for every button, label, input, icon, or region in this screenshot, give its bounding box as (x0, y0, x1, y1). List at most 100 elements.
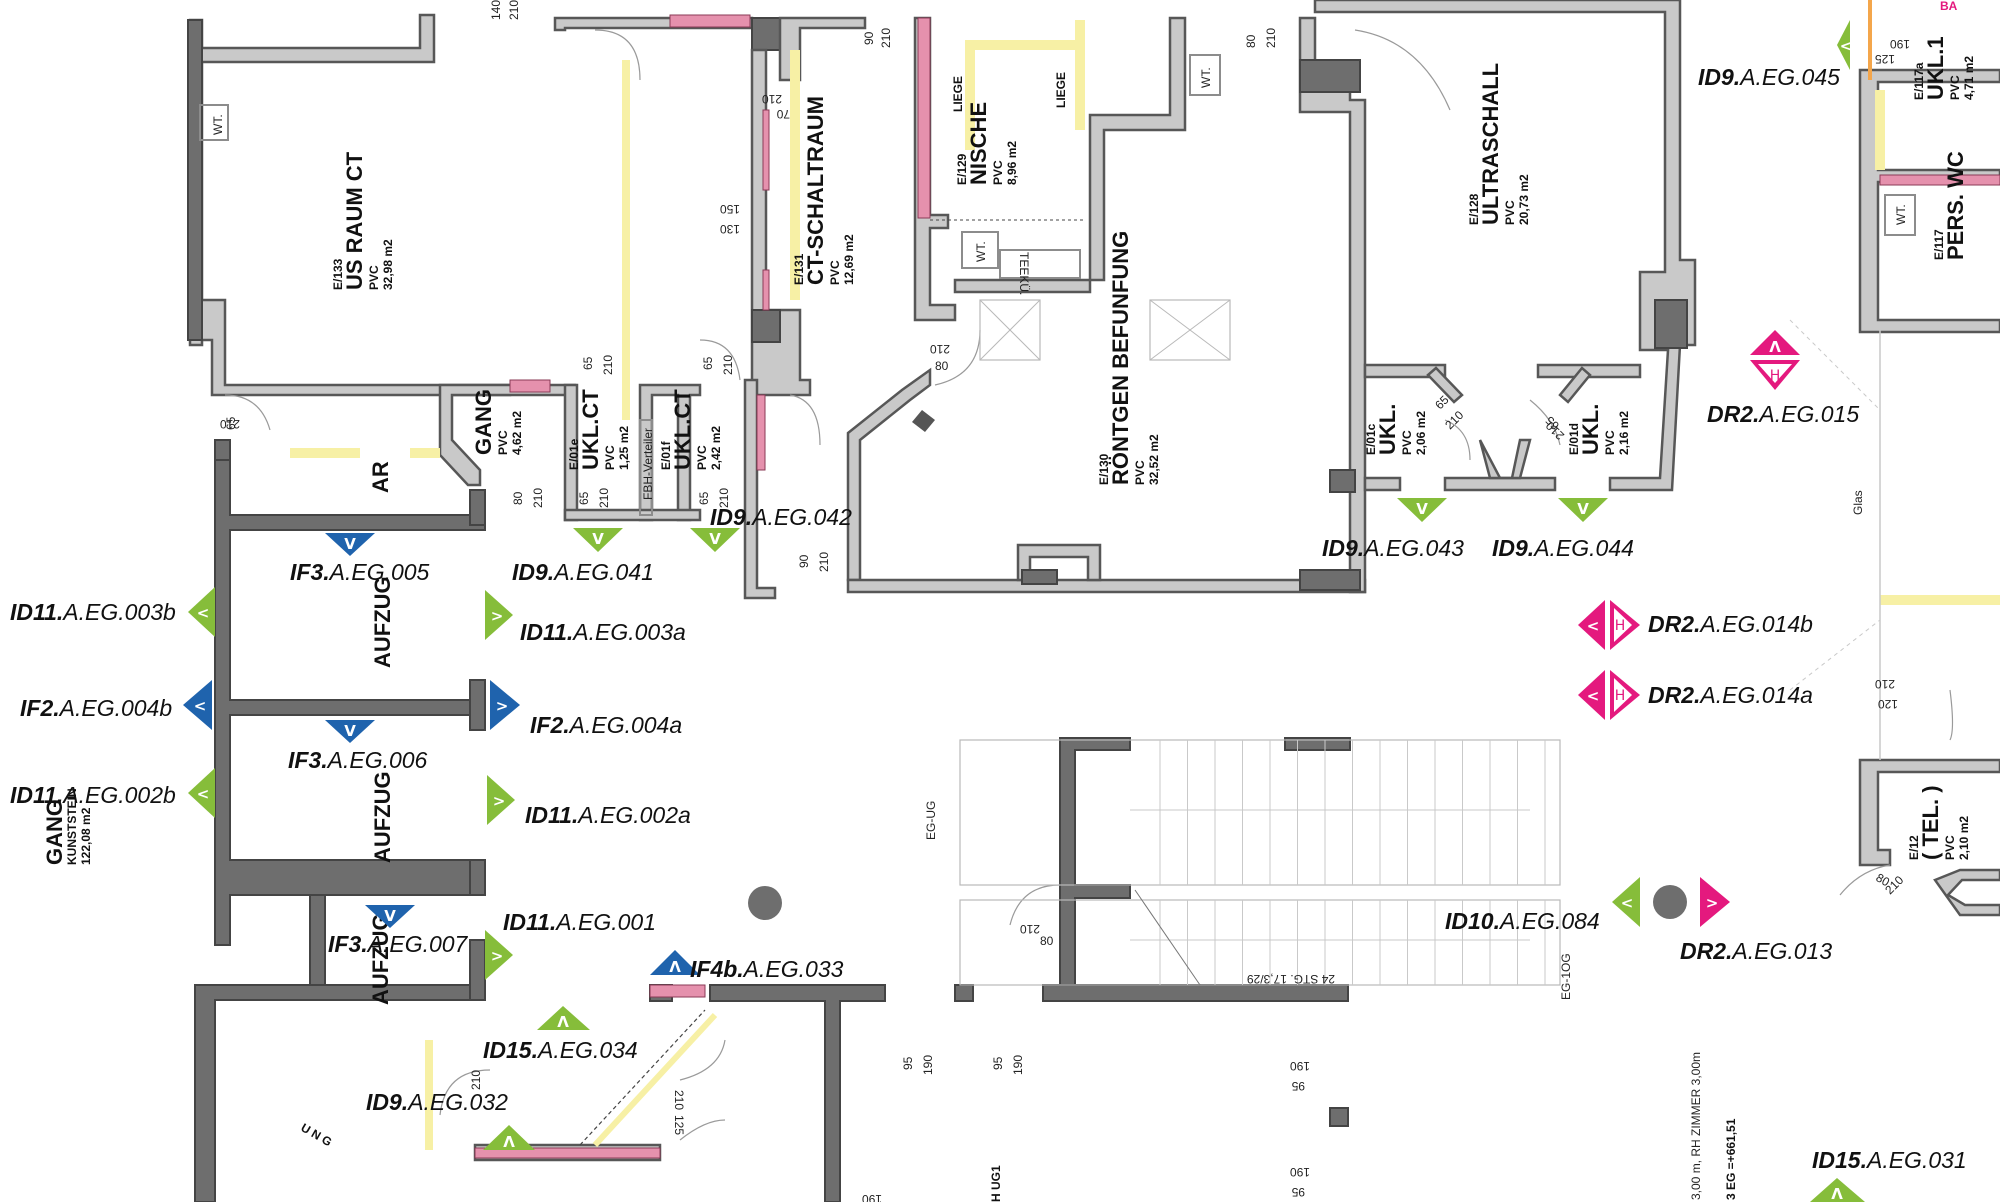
wall-ukl-row (1363, 363, 1642, 379)
label-wt-4: WT. (1894, 204, 1908, 225)
dim-text: 210 (721, 355, 735, 375)
room-code: E/131 (792, 253, 806, 285)
room-name: NISCHE (966, 102, 991, 185)
room-name: GANG (42, 799, 67, 865)
dim-text: 95 (1291, 1079, 1305, 1093)
symbol-if3-005: V (325, 533, 375, 556)
room-ultraschall: E/128 ULTRASCHALL PVC 20,73 m2 (1467, 63, 1531, 225)
window-p-1 (669, 14, 751, 28)
symbol-id15-031: Λ (1810, 1178, 1865, 1202)
room-name: UKL. (1578, 404, 1603, 455)
window-y-9 (1875, 90, 1885, 170)
symbol-id9-043: V (1397, 498, 1447, 522)
dim-text: 95 (901, 1056, 915, 1070)
room-name: GANG (471, 389, 496, 455)
wall-ukl-bottom (563, 508, 702, 522)
column-2 (1653, 885, 1687, 919)
room-floor: PVC (1503, 200, 1517, 225)
dim-text: 210 (220, 417, 240, 431)
room-area: 2,42 m2 (709, 426, 723, 470)
door-arc-6 (1354, 29, 1451, 111)
room-ukl-ct-2: E/01f UKL.CT PVC 2,42 m2 (659, 389, 723, 470)
room-pers-wc: E/117 PERS. WC (1932, 151, 1968, 260)
room-area: 2,10 m2 (1957, 816, 1971, 860)
symbol-id10-084: < (1612, 877, 1640, 927)
label-fbh: FBH-Verteiler (641, 428, 655, 500)
tag-if3-007: IF3.A.EG.007 (328, 931, 469, 957)
room-floor: PVC (1948, 75, 1962, 100)
wall-ukl-bottom-row (1363, 476, 1557, 492)
label-aufzug-3: AUFZUG (368, 913, 393, 1005)
wall-pillar-3 (1299, 59, 1361, 93)
symbol-if3-006: V (325, 720, 375, 743)
tag-id9-032: ID9.A.EG.032 (366, 1089, 508, 1115)
room-floor: PVC (603, 445, 617, 470)
wall-roentgen-right (1298, 16, 1367, 594)
symbol-id15-034: Λ (537, 1006, 590, 1031)
room-name: PERS. WC (1943, 151, 1968, 260)
door-arc-11 (1839, 864, 1891, 896)
room-code: E/01e (567, 438, 581, 470)
room-code: E/01c (1364, 423, 1378, 455)
door-arc-8 (1529, 399, 1561, 446)
window-y-4 (965, 40, 1075, 50)
fixtures (199, 54, 1916, 920)
window-p-9 (474, 1147, 661, 1159)
label-aufzug-1: AUFZUG (370, 576, 395, 668)
window-p-7 (1879, 174, 2000, 186)
svg-text:<: < (197, 604, 210, 622)
svg-text:Λ: Λ (503, 1133, 515, 1151)
room-floor: PVC (1400, 430, 1414, 455)
room-area: 20,73 m2 (1517, 174, 1531, 225)
room-ukl-b: E/01d UKL. PVC 2,16 m2 (1567, 404, 1631, 455)
dim-text: 80 (935, 359, 949, 373)
door-diag-line (579, 1009, 706, 1146)
tag-id11-002a: ID11.A.EG.002a (525, 802, 691, 828)
svg-text:H: H (1615, 688, 1626, 704)
window-p-8 (649, 984, 706, 998)
tag-if2-004a: IF2.A.EG.004a (530, 712, 682, 738)
room-code: E/117 (1932, 229, 1946, 260)
dim-text: 65 (581, 356, 595, 370)
dim-text: 120 (1878, 697, 1898, 711)
room-floor: PVC (496, 430, 510, 455)
tag-id15-034: ID15.A.EG.034 (483, 1037, 638, 1063)
dim-text: 125 (672, 1115, 686, 1135)
dim-text: 190 (1011, 1055, 1025, 1075)
wall-tel-door (1933, 868, 2000, 917)
fixture-diamond (912, 410, 935, 432)
label-level: 3 EG =+661,51 (1724, 1118, 1738, 1200)
symbol-if2-004b: < (183, 680, 212, 730)
wt-box-1 (199, 104, 229, 141)
window-y-1 (622, 60, 630, 420)
wall-nische (953, 278, 1092, 294)
dim-text: 90 (797, 554, 811, 568)
door-arc-14 (679, 1119, 726, 1141)
svg-text:Λ: Λ (1831, 1185, 1843, 1202)
wall-roentgen-bottom (846, 578, 1367, 594)
dim-text: 210 (601, 355, 615, 375)
svg-text:V: V (709, 530, 721, 548)
label-stairs: 24 STG. 17,3/29 (1247, 972, 1335, 986)
door-arc-9 (1009, 884, 1061, 926)
tag-id9-045: ID9.A.EG.045 (1698, 64, 1840, 90)
dim-text: 190 (862, 1192, 882, 1202)
wall-stair-block (1059, 737, 1131, 986)
svg-text:V: V (1416, 500, 1428, 518)
window-y-2 (790, 50, 800, 300)
symbol-dr2-014a: < H (1578, 670, 1640, 720)
teeku-counter (999, 249, 1081, 279)
windows (290, 0, 2000, 1159)
label-eg-ug: EG-UG (924, 801, 938, 840)
svg-text:>: > (493, 792, 506, 810)
room-floor: PVC (695, 445, 709, 470)
room-floor: KUNSTSTEIN (65, 788, 79, 865)
wall-bottom-mid (709, 984, 886, 1202)
dim-text: 210 (930, 342, 950, 356)
stairs (959, 739, 1561, 986)
column-1 (748, 886, 782, 920)
lift-box-2 (1149, 299, 1231, 361)
tag-dr2-013: DR2.A.EG.013 (1680, 938, 1832, 964)
door-diag-line-2 (592, 1012, 718, 1148)
dim-text: 210 (762, 92, 782, 106)
